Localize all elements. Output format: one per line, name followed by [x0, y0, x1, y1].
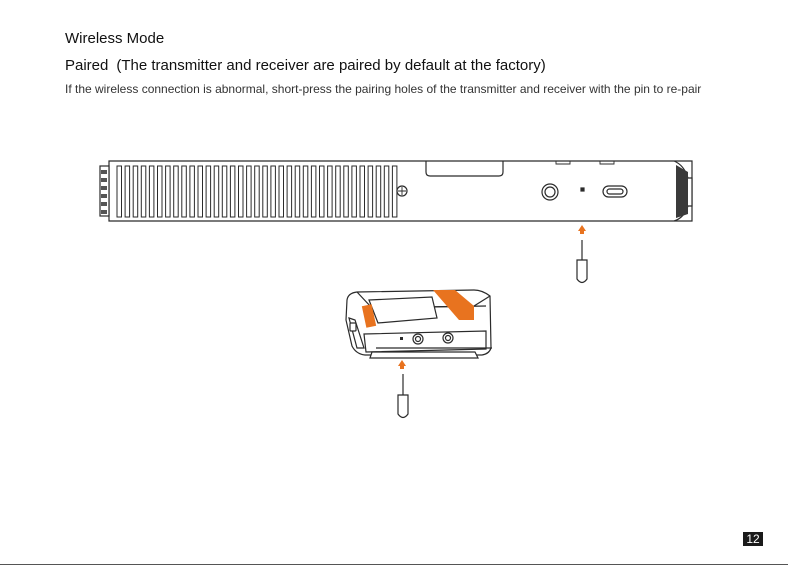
- arrow-up-icon: [578, 225, 586, 234]
- pairing-hole: [581, 188, 584, 191]
- arrow-up-icon: [398, 360, 406, 369]
- transmitter-device-illustration: [346, 290, 492, 358]
- pin-tool-icon: [577, 240, 587, 283]
- footer-divider: [0, 564, 788, 565]
- receiver-device-illustration: [100, 161, 692, 221]
- knurled-edge: [100, 166, 109, 216]
- pin-tool-icon: [398, 374, 408, 418]
- page-number-badge: 12: [743, 532, 763, 546]
